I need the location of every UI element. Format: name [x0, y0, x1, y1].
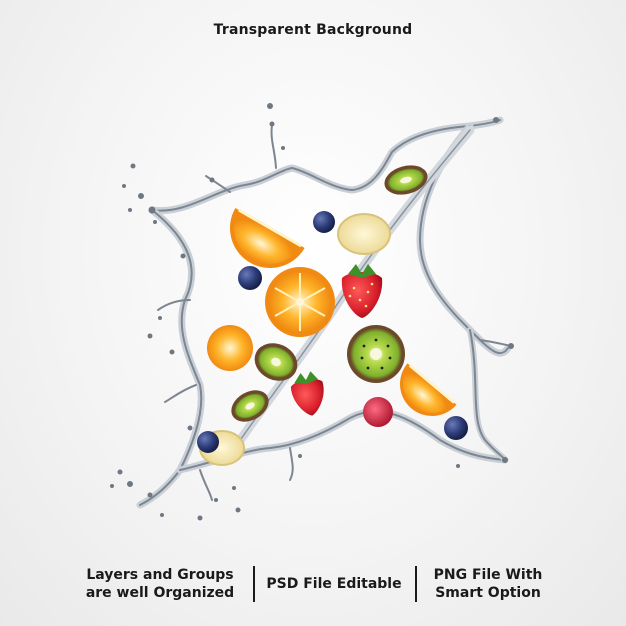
divider [253, 566, 255, 602]
feature-line: PNG File With [433, 567, 543, 583]
kiwi-slice [254, 343, 298, 381]
feature-psd: PSD File Editable [258, 562, 410, 606]
feature-line: PSD File Editable [266, 576, 402, 592]
kiwi-slice [347, 325, 405, 383]
page-title: Transparent Background [213, 22, 413, 38]
feature-line: Smart Option [435, 585, 541, 601]
blueberry [238, 266, 262, 290]
feature-line: are well Organized [85, 585, 235, 601]
kiwi-slice [231, 390, 269, 422]
kiwi-slice [384, 165, 428, 195]
blueberry [197, 431, 219, 453]
blueberry [313, 211, 335, 233]
feature-png: PNG File With Smart Option [420, 562, 556, 606]
orange-wedge [230, 208, 305, 268]
divider [415, 566, 417, 602]
strawberry [341, 264, 383, 318]
feature-strip: Layers and Groups are well Organized PSD… [0, 562, 626, 606]
banana-slice [337, 213, 391, 255]
orange-wedge [400, 363, 457, 416]
fruit-pieces [197, 165, 468, 466]
feature-layers: Layers and Groups are well Organized [70, 562, 250, 606]
orange-slice [265, 267, 335, 337]
strawberry [290, 371, 324, 416]
blueberry [444, 416, 468, 440]
raspberry [363, 397, 393, 427]
whole-orange [207, 325, 253, 371]
feature-line: Layers and Groups [86, 567, 234, 583]
water-droplets [110, 103, 514, 521]
